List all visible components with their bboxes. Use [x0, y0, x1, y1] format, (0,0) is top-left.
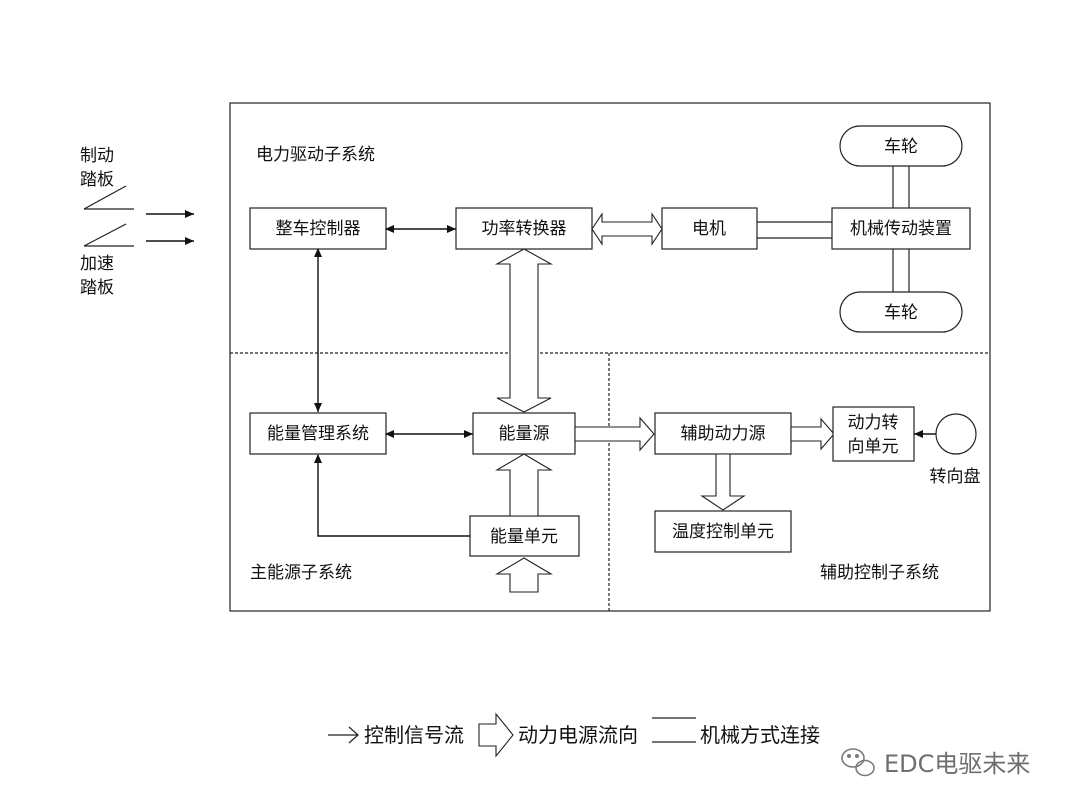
power-flow-unit-source	[494, 453, 554, 517]
steering-wheel-circle	[935, 413, 977, 455]
accel-pedal: 加速 踏板	[80, 223, 194, 298]
wheel-bottom-label: 车轮	[884, 303, 918, 323]
mechanical-link-transmission-wheel-bottom	[892, 249, 910, 292]
power-steering-block: 动力转 向单元	[832, 406, 915, 462]
brake-pedal-label-line1: 制动	[80, 146, 114, 166]
watermark: EDC电驱未来	[841, 748, 1030, 778]
power-flow-converter-motor	[591, 212, 663, 246]
accel-pedal-label-line2: 踏板	[80, 278, 114, 298]
transmission-block: 机械传动装置	[831, 207, 971, 250]
power-converter-label: 功率转换器	[482, 219, 567, 239]
brake-pedal: 制动 踏板	[80, 146, 194, 218]
motor-label: 电机	[692, 219, 726, 239]
main-energy-subsystem-label: 主能源子系统	[250, 563, 352, 583]
power-flow-into-unit	[494, 557, 554, 593]
legend-power-label: 动力电源流向	[518, 723, 638, 747]
mechanical-link-motor-transmission	[757, 221, 832, 239]
power-steering-label-line1: 动力转	[848, 413, 899, 433]
ems-block: 能量管理系统	[249, 412, 387, 455]
legend: 控制信号流 动力电源流向 机械方式连接	[328, 712, 820, 758]
power-flow-source-aux	[574, 416, 655, 452]
power-flow-aux-temp	[700, 453, 746, 511]
system-frame	[229, 102, 991, 612]
vcu-block: 整车控制器	[249, 207, 387, 250]
power-converter-block: 功率转换器	[455, 207, 593, 250]
aux-control-subsystem-label: 辅助控制子系统	[820, 563, 939, 583]
watermark-text: EDC电驱未来	[884, 750, 1030, 778]
legend-power-arrow-icon	[478, 712, 514, 758]
legend-control-arrowhead-icon	[348, 726, 359, 744]
mechanical-link-transmission-wheel-top	[892, 166, 910, 208]
legend-mechanical-label: 机械方式连接	[700, 723, 820, 747]
accel-pedal-label-line1: 加速	[80, 254, 114, 274]
power-drive-subsystem-label: 电力驱动子系统	[256, 145, 375, 165]
accel-pedal-lever	[83, 223, 127, 247]
wechat-icon	[841, 748, 875, 777]
wheel-bottom: 车轮	[839, 291, 963, 333]
power-flow-source-converter	[494, 248, 554, 413]
steering-wheel: 转向盘	[930, 413, 981, 487]
wheel-top: 车轮	[839, 125, 963, 167]
aux-power-label: 辅助动力源	[681, 424, 766, 444]
energy-unit-block: 能量单元	[469, 515, 580, 557]
steering-wheel-label: 转向盘	[930, 467, 981, 487]
power-steering-label-line2: 向单元	[848, 437, 899, 457]
vcu-label: 整车控制器	[276, 219, 361, 239]
temp-control-label: 温度控制单元	[672, 522, 774, 542]
motor-block: 电机	[661, 207, 758, 250]
wheel-top-label: 车轮	[884, 137, 918, 157]
brake-pedal-lever	[83, 185, 127, 210]
ems-label: 能量管理系统	[267, 424, 369, 444]
aux-power-block: 辅助动力源	[654, 412, 792, 455]
energy-source-label: 能量源	[499, 424, 550, 444]
legend-control-label: 控制信号流	[364, 723, 464, 747]
brake-pedal-label-line2: 踏板	[80, 170, 114, 190]
signal-ems-unit	[314, 454, 470, 537]
temp-control-block: 温度控制单元	[654, 510, 792, 553]
energy-unit-label: 能量单元	[490, 527, 558, 547]
energy-source-block: 能量源	[472, 412, 576, 455]
transmission-label: 机械传动装置	[850, 219, 952, 239]
power-flow-aux-steering	[790, 417, 835, 451]
